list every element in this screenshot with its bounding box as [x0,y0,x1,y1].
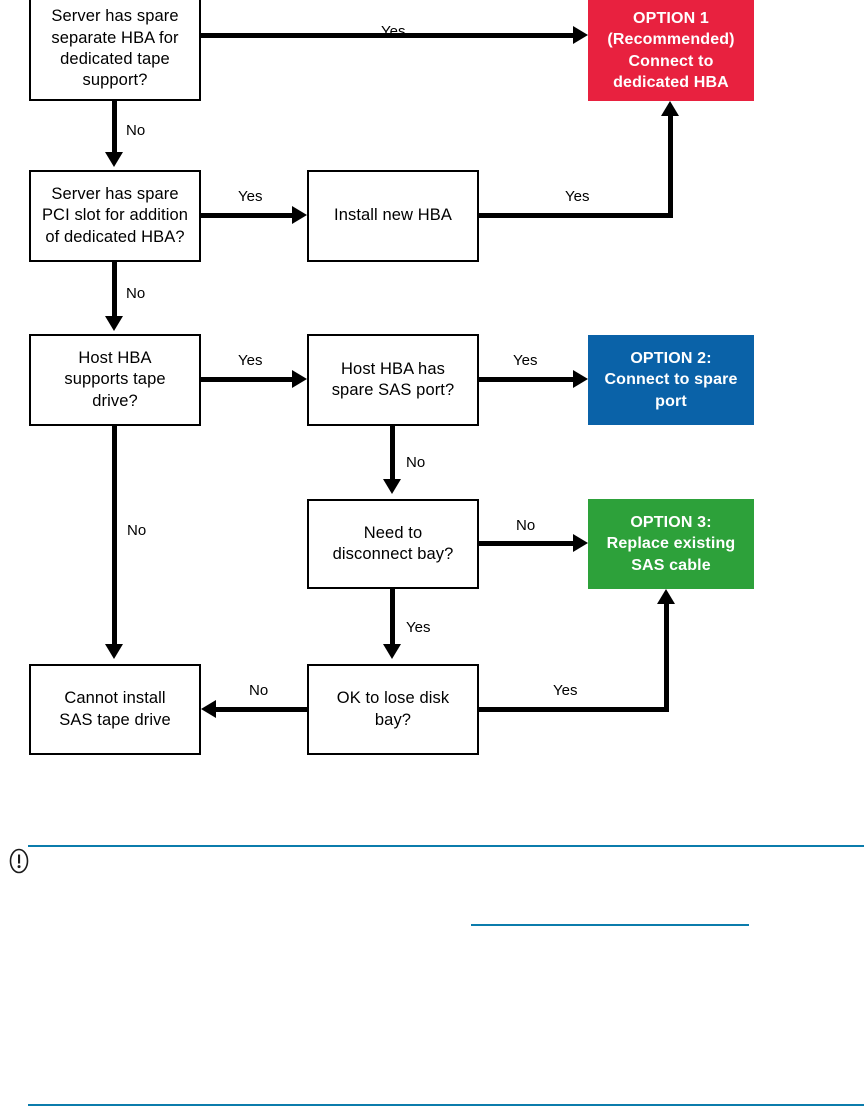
important-icon [8,848,30,874]
node-spare-pci-label: Server has spare PCI slot for addition o… [41,184,189,246]
node-option-1-label: OPTION 1 (Recommended) Connect to dedica… [607,10,735,91]
edge-disconnect-bay-yes [390,589,395,646]
note-link-underline[interactable] [471,924,749,926]
node-option-3-label: OPTION 3: Replace existing SAS cable [606,514,736,574]
node-option-2[interactable]: OPTION 2: Connect to spare port [588,335,754,425]
edge-label-spare-sas-port-no: No [406,454,426,471]
edge-spare-sas-port-no [390,426,395,481]
edge-label-disconnect-bay-yes: Yes [406,619,431,636]
edge-disconnect-bay-no [479,541,573,546]
node-spare-hba[interactable]: Server has spare separate HBA for dedica… [29,0,201,101]
edge-label-install-hba-yes: Yes [565,188,590,205]
arrowhead-spare-pci-no [105,316,123,331]
arrowhead-ok-lose-bay-yes [657,589,675,604]
edge-spare-sas-port-yes [479,377,573,382]
edge-supports-tape-yes [201,377,292,382]
flowchart-canvas: Server has spare separate HBA for dedica… [29,0,754,755]
node-option-3[interactable]: OPTION 3: Replace existing SAS cable [588,499,754,589]
edge-label-spare-pci-no: No [126,285,146,302]
edge-ok-lose-bay-no [216,707,307,712]
arrowhead-spare-sas-port-no [383,479,401,494]
edge-label-spare-hba-yes: Yes [381,23,406,40]
edge-spare-pci-no [112,262,117,318]
arrowhead-disconnect-bay-no [573,534,588,552]
arrowhead-spare-hba-no [105,152,123,167]
edge-spare-pci-yes [201,213,292,218]
node-supports-tape[interactable]: Host HBA supports tape drive? [29,334,201,426]
arrowhead-supports-tape-yes [292,370,307,388]
edge-install-hba-yes-riser [668,116,673,218]
edge-install-hba-yes [479,213,669,218]
important-note-block [0,838,864,1114]
node-option-1[interactable]: OPTION 1 (Recommended) Connect to dedica… [588,0,754,101]
node-install-hba[interactable]: Install new HBA [307,170,479,262]
node-cannot-install-label: Cannot install SAS tape drive [59,689,171,729]
node-supports-tape-label: Host HBA supports tape drive? [64,348,166,410]
edge-label-spare-pci-yes: Yes [238,188,263,205]
arrowhead-supports-tape-no [105,644,123,659]
note-top-rule [28,845,864,847]
edge-label-supports-tape-yes: Yes [238,352,263,369]
edge-label-supports-tape-no: No [127,522,147,539]
node-option-2-label: OPTION 2: Connect to spare port [604,350,738,410]
node-spare-sas-port[interactable]: Host HBA has spare SAS port? [307,334,479,426]
edge-supports-tape-no [112,426,117,646]
edge-spare-hba-no [112,101,117,154]
arrowhead-install-hba-yes [661,101,679,116]
arrowhead-ok-lose-bay-no [201,700,216,718]
node-install-hba-label: Install new HBA [334,206,452,225]
node-spare-pci[interactable]: Server has spare PCI slot for addition o… [29,170,201,262]
edge-label-spare-sas-port-yes: Yes [513,352,538,369]
node-spare-hba-label: Server has spare separate HBA for dedica… [51,7,179,90]
node-ok-lose-bay-label: OK to lose disk bay? [336,689,450,729]
node-cannot-install[interactable]: Cannot install SAS tape drive [29,664,201,755]
edge-label-spare-hba-no: No [126,122,146,139]
node-spare-sas-port-label: Host HBA has spare SAS port? [331,359,455,399]
node-ok-lose-bay[interactable]: OK to lose disk bay? [307,664,479,755]
node-disconnect-bay[interactable]: Need to disconnect bay? [307,499,479,589]
arrowhead-spare-pci-yes [292,206,307,224]
arrowhead-disconnect-bay-yes [383,644,401,659]
edge-label-ok-lose-bay-yes: Yes [553,682,578,699]
node-disconnect-bay-label: Need to disconnect bay? [332,523,454,563]
edge-spare-hba-yes [201,33,573,38]
page-footer-rule [28,1104,864,1106]
edge-label-disconnect-bay-no: No [516,517,536,534]
edge-label-ok-lose-bay-no: No [249,682,269,699]
arrowhead-spare-hba-yes [573,26,588,44]
edge-ok-lose-bay-yes-riser [664,604,669,712]
edge-ok-lose-bay-yes [479,707,669,712]
arrowhead-spare-sas-port-yes [573,370,588,388]
